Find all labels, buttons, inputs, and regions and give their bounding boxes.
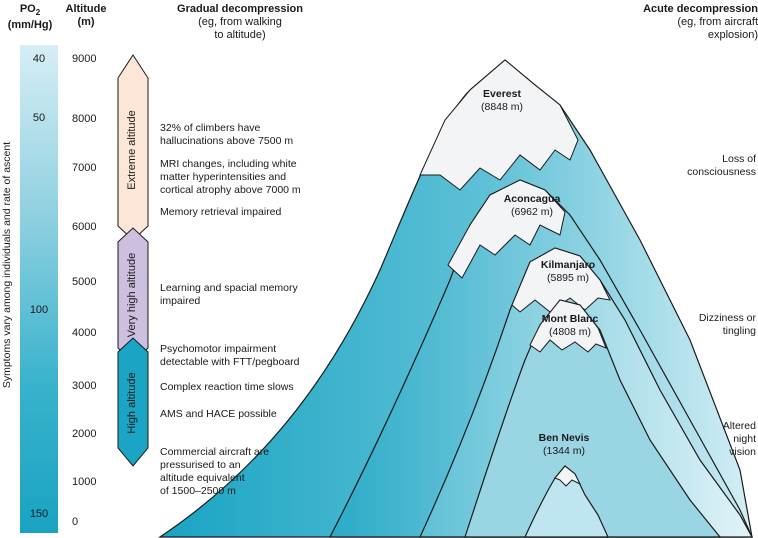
peak-label-aconcagua: Aconcagua(6962 m)	[503, 193, 561, 218]
peak-label-mont-blanc: Mont Blanc(4808 m)	[541, 313, 599, 338]
altitude-tick: 9000	[72, 53, 97, 65]
altitude-tick: 0	[72, 516, 79, 528]
note-reaction-time: Complex reaction time slows	[160, 381, 294, 393]
altitude-tick: 3000	[72, 380, 97, 392]
altitude-tick: 8000	[72, 113, 97, 125]
mont-blanc-snow	[529, 299, 607, 353]
zone-label-extreme: Extreme altitude	[126, 110, 138, 190]
po2-gradient-bar	[20, 45, 58, 533]
peak-label-kilimanjaro: Kilmanjaro(5895 m)	[540, 259, 596, 284]
kilimanjaro-snow	[511, 247, 611, 313]
zone-label-very-high: Very high altitude	[126, 252, 138, 338]
po2-tick: 100	[29, 304, 49, 316]
po2-header: PO2 (mm/Hg)	[7, 3, 53, 32]
zone-label-high: High altitude	[126, 372, 138, 434]
altitude-tick: 4000	[72, 327, 97, 339]
altitude-tick: 5000	[72, 276, 97, 288]
po2-tick: 150	[29, 508, 49, 520]
altitude-tick: 2000	[72, 428, 97, 440]
peak-label-everest: Everest(8848 m)	[480, 88, 523, 113]
gradual-decompression-header: Gradual decompression (eg, from walking …	[177, 3, 303, 41]
altitude-header: Altitude (m)	[65, 3, 107, 28]
note-memory-retrieval: Memory retrieval impaired	[160, 206, 282, 218]
po2-tick: 40	[32, 53, 46, 65]
po2-tick: 50	[32, 112, 46, 124]
peak-label-ben-nevis: Ben Nevis(1344 m)	[538, 432, 590, 457]
ben-nevis-mountain	[524, 465, 609, 538]
zone-high-altitude-shape	[117, 337, 149, 467]
mont-blanc-mountain	[464, 299, 722, 538]
acute-decompression-header: Acute decompression (eg, from aircraft e…	[643, 3, 758, 41]
everest-snow	[419, 59, 579, 191]
altitude-tick: 1000	[72, 476, 97, 488]
note-ams-hace: AMS and HACE possible	[160, 408, 277, 420]
zone-very-high-altitude-shape	[117, 227, 149, 363]
zone-extreme-altitude-shape	[117, 54, 149, 241]
altitude-tick: 7000	[72, 162, 97, 174]
aconcagua-snow	[447, 179, 566, 279]
altitude-tick: 6000	[72, 221, 97, 233]
ben-nevis-snow	[554, 465, 582, 487]
